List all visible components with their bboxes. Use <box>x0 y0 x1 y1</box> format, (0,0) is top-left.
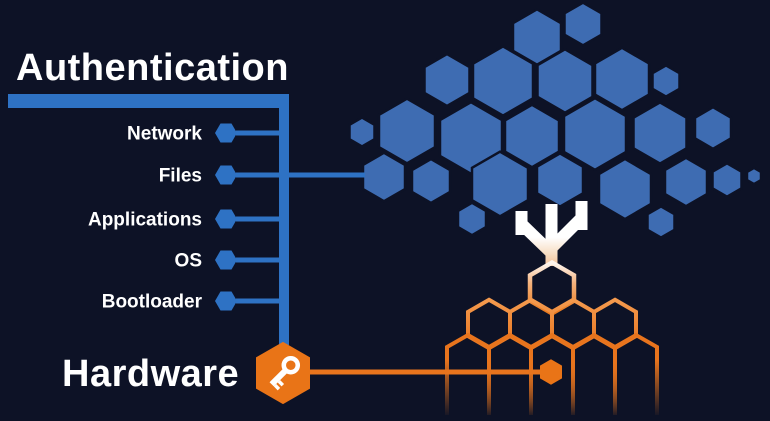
tree-trunk <box>515 201 588 266</box>
root-fade-hexagon <box>571 332 617 415</box>
root-fade-hexagon <box>613 332 659 415</box>
hardware-connector-line <box>306 369 542 375</box>
canopy-hexagon <box>563 1 603 47</box>
canopy-hexagon <box>693 105 733 151</box>
connector-line <box>236 130 281 136</box>
canopy-hexagon <box>470 150 530 218</box>
canopy-hexagon <box>562 96 628 172</box>
root-fade-hexagon <box>487 332 533 415</box>
canopy-hexagon <box>456 201 488 237</box>
hexagon-bullet-icon <box>215 165 237 185</box>
layer-label: Bootloader <box>102 292 203 313</box>
canopy-hexagon <box>593 46 651 112</box>
canopy-hexagon <box>651 63 681 99</box>
hexagon-bullet-icon <box>215 123 237 143</box>
connector-line <box>236 216 281 222</box>
canopy-hexagon <box>745 166 763 186</box>
hardware-label: Hardware <box>62 353 239 395</box>
canopy-hexagon <box>348 116 376 148</box>
canopy-hexagon <box>471 44 535 118</box>
canopy-hexagon <box>423 52 471 108</box>
root-hexagon <box>550 297 596 351</box>
connector-end-dot <box>540 359 562 385</box>
canopy-hexagon <box>597 157 653 221</box>
layer-label: Applications <box>88 210 202 231</box>
root-hexagon <box>508 297 554 351</box>
auth-vertical-bar <box>279 94 289 345</box>
canopy-hexagon <box>503 103 561 169</box>
auth-horizontal-bar <box>8 94 289 108</box>
connector-line <box>236 298 281 304</box>
key-icon <box>269 355 301 391</box>
connector-line <box>236 172 281 178</box>
root-hexagon <box>592 297 638 351</box>
layer-label: Network <box>127 124 202 145</box>
canopy-hexagon <box>646 204 676 240</box>
hexagon-bullet-icon <box>215 250 237 270</box>
hexagon-bullet-icon <box>215 209 237 229</box>
page-title: Authentication <box>16 47 289 89</box>
root-hexagon <box>466 297 512 351</box>
root-fade-hexagon <box>445 332 491 415</box>
tree-roots <box>445 259 659 415</box>
canopy-hexagon <box>536 47 594 115</box>
canopy-hexagon <box>711 161 743 199</box>
files-branch-line <box>289 172 365 178</box>
canopy-hexagon <box>361 151 407 203</box>
canopy-hexagon <box>663 156 709 208</box>
canopy-hexagon <box>377 97 437 165</box>
root-hexagon-top <box>527 259 577 317</box>
canopy-hexagon <box>410 157 452 205</box>
canopy-hexagon <box>632 100 688 166</box>
layer-label: OS <box>175 251 202 272</box>
canopy-hexagon <box>535 151 585 209</box>
tree-canopy <box>348 1 763 240</box>
hexagon-bullet-icon <box>215 291 237 311</box>
connector-line <box>236 257 281 263</box>
layer-label: Files <box>159 166 202 187</box>
